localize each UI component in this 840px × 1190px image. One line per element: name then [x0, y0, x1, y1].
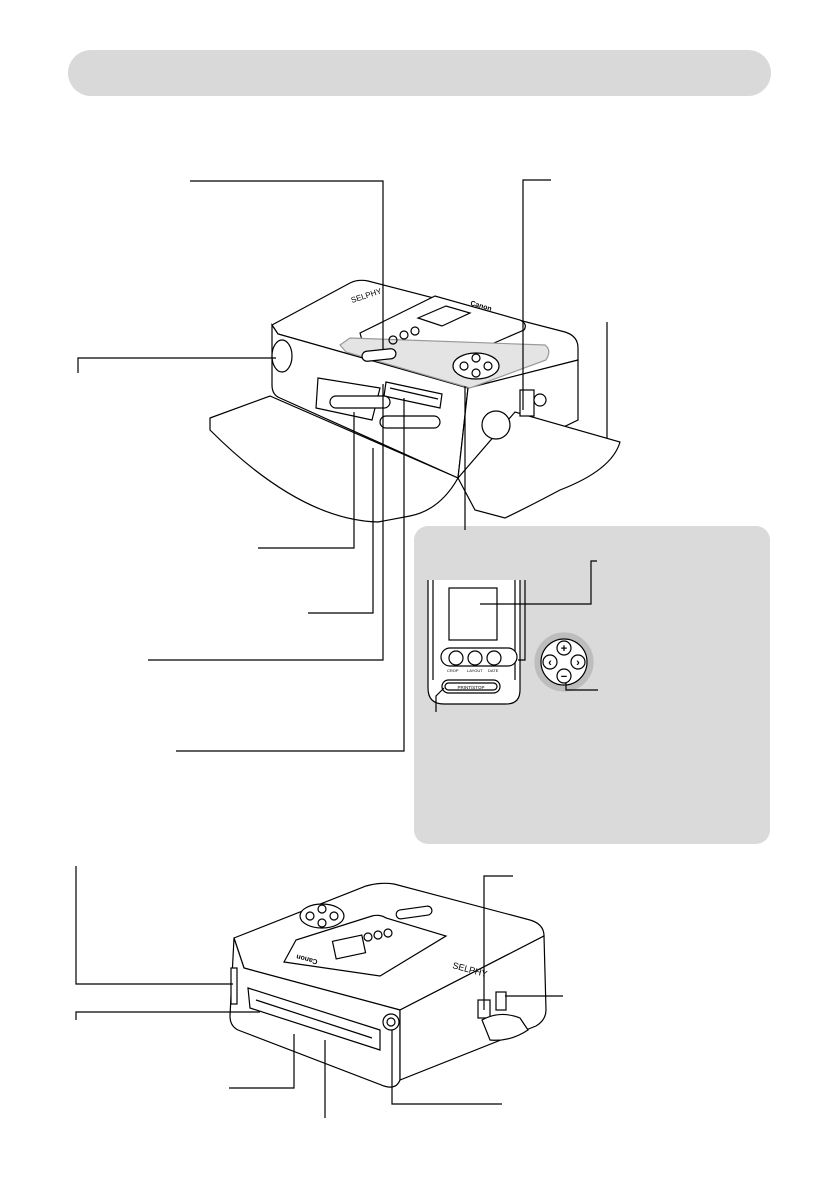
print-stop-label: PRINT/STOP [458, 685, 485, 690]
leader-line-1 [190, 180, 384, 350]
minus-icon: − [561, 671, 567, 683]
date-button[interactable] [486, 650, 502, 666]
leader-line-dpad [565, 683, 598, 691]
lcd-screen [416, 305, 472, 327]
control-panel-diagram: CROP LAYOUT DATE PRINT/STOP + − ‹ › [427, 560, 598, 712]
leader-line-print [435, 687, 445, 712]
printer-rear-view: SELPHY Canon [229, 882, 547, 1088]
leader-line-10 [75, 866, 233, 985]
leader-line-3 [77, 357, 276, 373]
leader-line-11 [75, 1011, 260, 1020]
minus-button[interactable] [556, 668, 572, 684]
leader-line-7 [148, 384, 384, 661]
right-button[interactable] [570, 654, 586, 670]
section-title-bar [68, 50, 771, 96]
print-stop-button-top [361, 348, 397, 362]
power-socket-top [271, 339, 293, 373]
direction-pad-rear [299, 903, 345, 929]
lcd-screen-rear [331, 934, 367, 960]
leader-line-12 [229, 1034, 295, 1089]
leader-line-5 [258, 412, 355, 549]
cassette-lever [519, 389, 535, 417]
date-label: DATE [488, 668, 499, 673]
leader-line-6 [308, 448, 374, 614]
dc-port [495, 991, 507, 1011]
layout-label: LAYOUT [467, 668, 483, 673]
direction-pad: + − ‹ › [534, 632, 594, 692]
left-button[interactable] [542, 654, 558, 670]
leader-line-buttons [518, 580, 526, 661]
leader-lines-top [77, 179, 608, 752]
crop-button[interactable] [448, 650, 464, 666]
layout-button[interactable] [467, 650, 483, 666]
function-buttons: CROP LAYOUT DATE [440, 647, 518, 673]
right-arrow-icon: › [576, 657, 580, 669]
screen-housing-rear [283, 914, 448, 977]
plus-button[interactable] [556, 640, 572, 656]
leader-line-2 [522, 179, 551, 410]
leader-line-8 [176, 398, 405, 752]
lcd-monitor [448, 587, 498, 641]
front-tray [209, 395, 459, 523]
plus-icon: + [561, 643, 567, 655]
direction-pad-top [452, 352, 500, 380]
crop-label: CROP [447, 668, 459, 673]
card-slots-top [383, 381, 443, 409]
leader-lines-bottom [75, 866, 563, 1118]
leader-line-lcd [480, 560, 597, 605]
printer-front-view: SELPHY Canon [209, 279, 621, 523]
leader-line-14 [391, 1030, 502, 1105]
port-cover [481, 1013, 529, 1041]
leader-line-15 [483, 875, 513, 1010]
left-arrow-icon: ‹ [548, 657, 552, 669]
